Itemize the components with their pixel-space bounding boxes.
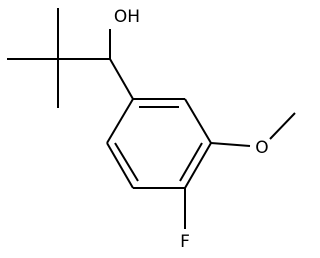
bond-ring-c2-c3 (184, 98, 212, 144)
bond-ring-c5-c6 (106, 142, 134, 189)
bond-methoxy-o-ch3 (269, 112, 296, 140)
bond-ring-methoxy-o (210, 142, 251, 147)
bond-ring-inner-left (114, 142, 139, 182)
atom-label-hydroxyl: OH (114, 7, 140, 27)
structure-diagram: OH O F (7, 7, 296, 252)
bond-carbinol-ring (109, 58, 134, 100)
atom-label-fluorine: F (180, 232, 190, 252)
bond-ring-inner-right (179, 142, 203, 182)
atom-label-methoxy-oxygen: O (255, 138, 268, 158)
bond-ring-c6-c1 (106, 98, 134, 144)
bond-ring-c3-c4 (184, 142, 212, 189)
